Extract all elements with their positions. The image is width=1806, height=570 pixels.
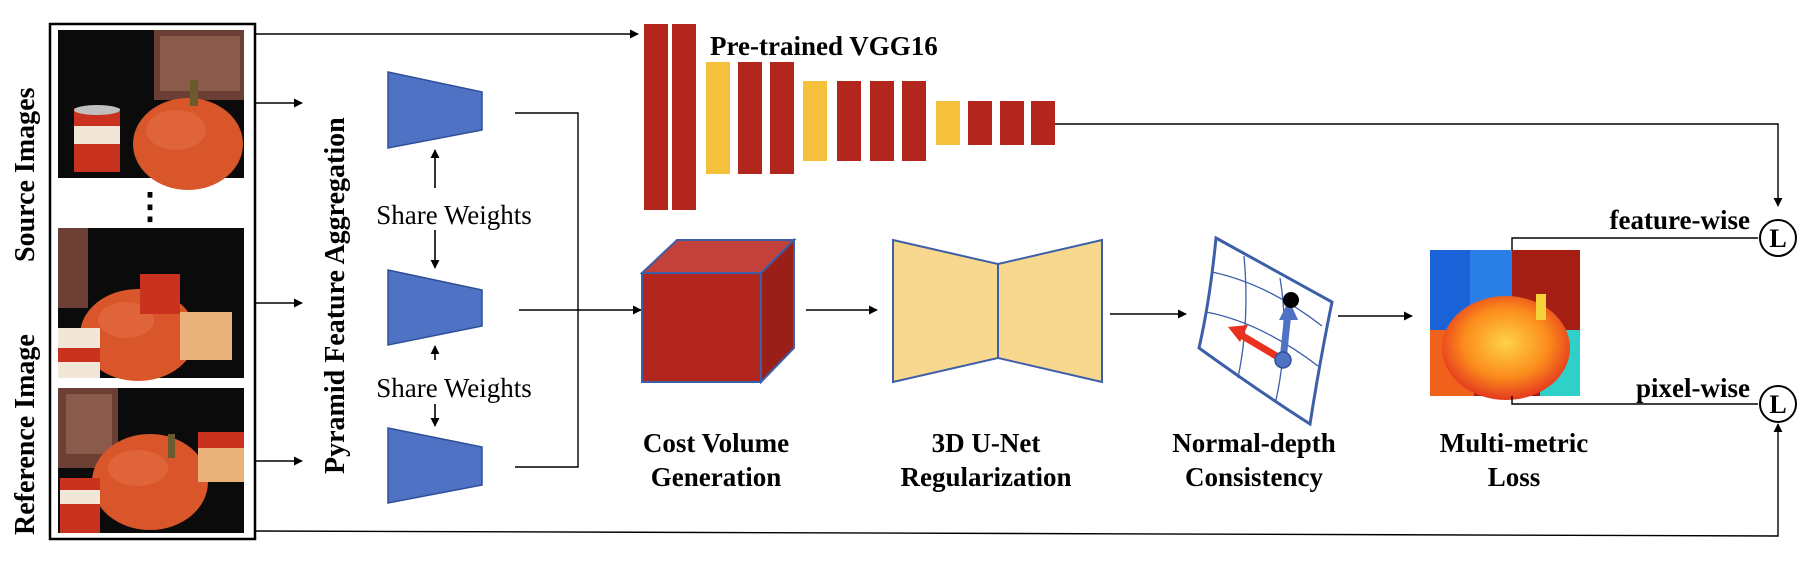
normal-depth-label-line1: Normal-depth: [1172, 428, 1336, 458]
pixel-loss-symbol: L: [1769, 390, 1786, 419]
cost-volume-label-line1: Cost Volume: [643, 428, 789, 458]
encoder-1-icon: [387, 71, 483, 149]
reference-to-pixel-loss-line: [254, 423, 1783, 537]
encoder-2-icon: [387, 269, 483, 346]
reference-image: [58, 388, 244, 533]
vgg-block: [706, 62, 730, 174]
vgg-to-feature-loss-line: [1055, 123, 1783, 207]
unet-label-line2: Regularization: [901, 462, 1072, 492]
encoder-3-icon: [387, 427, 483, 504]
encoder-1-out-line: [515, 112, 579, 312]
normal-surface-icon: [1197, 235, 1334, 427]
depth-to-feature-loss-line: [1511, 237, 1758, 250]
vgg-block: [1000, 101, 1024, 145]
share-weights-label-2: Share Weights: [376, 373, 532, 403]
vgg-block: [770, 62, 794, 174]
feature-loss-circle-icon: L: [1759, 219, 1797, 257]
cube-icon: [639, 237, 797, 385]
vgg-block: [936, 101, 960, 145]
vgg-label: Pre-trained VGG16: [710, 31, 938, 61]
loss-label-line2: Loss: [1488, 462, 1541, 492]
reference-image-label: Reference Image: [10, 334, 41, 535]
vgg-block: [803, 81, 827, 161]
vgg-block: [870, 81, 894, 161]
pyramid-feature-label: Pyramid Feature Aggregation: [320, 117, 351, 474]
pixel-loss-circle-icon: L: [1759, 385, 1797, 423]
source-images-label: Source Images: [10, 87, 41, 262]
vgg-block: [672, 24, 696, 210]
feature-loss-symbol: L: [1769, 224, 1786, 253]
ellipsis-dots: ⋮: [132, 186, 168, 226]
vgg-block: [1031, 101, 1055, 145]
cost-volume-label-line2: Generation: [651, 462, 781, 492]
unet-label-line1: 3D U-Net: [932, 428, 1041, 458]
image-stack-frame: [48, 22, 257, 541]
feature-wise-label: feature-wise: [1610, 205, 1750, 235]
pixel-wise-label: pixel-wise: [1636, 373, 1750, 403]
vgg-block: [644, 24, 668, 210]
normal-depth-label-line2: Consistency: [1185, 462, 1324, 492]
depth-to-pixel-loss-line: [1511, 396, 1758, 405]
loss-label-line1: Multi-metric: [1440, 428, 1588, 458]
source-image-1: [58, 30, 244, 190]
encoder-3-out-line: [515, 312, 579, 468]
vgg-block: [968, 101, 992, 145]
vgg16-blocks: [644, 24, 1055, 210]
share-weights-label-1: Share Weights: [376, 200, 532, 230]
vgg-block: [738, 62, 762, 174]
vgg-block: [902, 81, 926, 161]
unet-icon: [892, 238, 1103, 384]
depth-map-icon: [1430, 250, 1580, 400]
vgg-block: [837, 81, 861, 161]
source-image-2: [58, 228, 244, 381]
